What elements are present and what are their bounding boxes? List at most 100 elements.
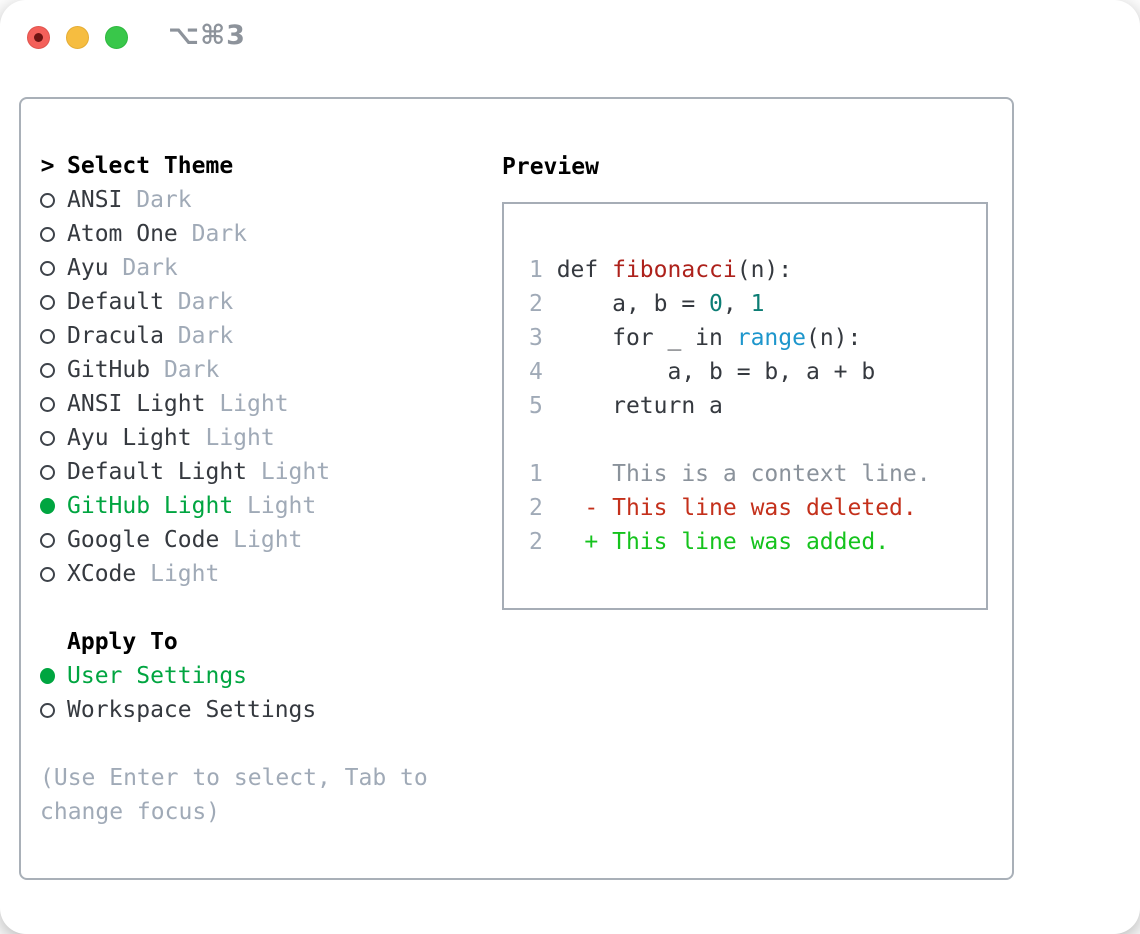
code-token-num: 0 [709,291,723,317]
apply-to-header: Apply To [67,629,178,655]
close-button[interactable] [27,26,50,49]
code-line: 2 + This line was added. [529,525,986,559]
option-label: Workspace Settings [67,697,317,723]
option-variant-tag: Dark [177,323,234,349]
option-label: User Settings [67,663,248,689]
option-label: XCode [67,561,137,587]
option-variant-tag: Light [205,425,275,451]
radio-icon [40,294,55,310]
option-variant-tag: Dark [163,357,220,383]
theme-option-google-code[interactable]: Google Code Light [40,523,452,557]
code-token-fg: a, b = b, a + b [542,359,876,385]
option-label: Dracula [67,323,164,349]
code-line: 4 a, b = b, a + b [529,355,986,389]
code-token-add: + This line was added. [542,529,890,555]
theme-option-ansi[interactable]: ANSI Dark [40,183,452,217]
option-variant-tag: Light [260,459,331,485]
option-variant-tag: Light [150,561,220,587]
option-label: ANSI Light [67,391,206,417]
option-label: Atom One [67,221,178,247]
apply-option-user-settings[interactable]: User Settings [40,659,452,693]
radio-icon [40,226,55,242]
apply-to-header-row: Apply To [40,625,452,659]
radio-icon [40,702,55,718]
minimize-button[interactable] [66,26,89,49]
radio-icon [40,328,55,344]
keyboard-hint: (Use Enter to select, Tab to change focu… [40,765,442,825]
theme-option-xcode[interactable]: XCode Light [40,557,452,591]
radio-icon [40,362,55,378]
radio-icon [40,532,55,548]
option-variant-tag: Dark [177,289,234,315]
code-token-fg: return a [542,393,723,419]
option-label: Ayu Light [67,425,192,451]
code-token-context: This is a context line. [542,461,931,487]
code-token-fg: (n): [805,325,862,351]
code-token-func: fibonacci [612,257,737,283]
option-label: Google Code [67,527,220,553]
apply-option-workspace-settings[interactable]: Workspace Settings [40,693,452,727]
line-number: 1 [529,257,543,283]
theme-option-github[interactable]: GitHub Dark [40,353,452,387]
code-token-builtin: range [736,325,806,351]
code-line: 2 a, b = 0, 1 [529,287,986,321]
line-number: 4 [529,359,543,385]
line-number: 2 [529,529,543,555]
preview-header: Preview [502,154,599,180]
option-label: ANSI [67,187,123,213]
theme-option-ansi-light[interactable]: ANSI Light Light [40,387,452,421]
code-token-del: - This line was deleted. [542,495,917,521]
option-label: Ayu [67,255,109,281]
code-token-num: 1 [750,291,765,317]
code-token-fg: def [542,257,613,283]
spacer [40,591,452,625]
code-line [529,423,986,457]
radio-icon [40,396,55,412]
option-label: GitHub [67,357,151,383]
theme-option-dracula[interactable]: Dracula Dark [40,319,452,353]
zoom-button[interactable] [105,26,128,49]
code-line: 5 return a [529,389,986,423]
theme-option-ayu-light[interactable]: Ayu Light Light [40,421,452,455]
option-variant-tag: Light [233,527,303,553]
option-variant-tag: Dark [191,221,248,247]
radio-icon [40,430,55,446]
select-theme-header: Select Theme [67,153,234,179]
option-label: Default [67,289,164,315]
theme-option-ayu[interactable]: Ayu Dark [40,251,452,285]
radio-icon [40,464,55,480]
theme-option-atom-one[interactable]: Atom One Dark [40,217,452,251]
empty-slot [40,635,55,650]
radio-icon [40,566,55,582]
code-line: 1 def fibonacci(n): [529,253,986,287]
line-number: 2 [529,495,543,521]
theme-option-default[interactable]: Default Dark [40,285,452,319]
code-line: 1 This is a context line. [529,457,986,491]
cursor-icon: > [40,152,55,179]
unsaved-indicator-dot [34,33,43,42]
line-number: 2 [529,291,543,317]
line-number: 3 [529,325,543,351]
code-token-fg: (n): [736,257,793,283]
radio-selected-icon [40,498,55,514]
radio-icon [40,192,55,208]
code-token-fg: for _ in [542,325,737,351]
option-variant-tag: Dark [122,255,178,281]
option-variant-tag: Light [219,391,289,417]
title-bar: ⌥⌘3 [0,0,1140,97]
option-label: GitHub Light [67,493,234,519]
option-variant-tag: Dark [136,187,192,213]
radio-icon [40,260,55,276]
radio-selected-icon [40,668,55,684]
window-title: ⌥⌘3 [168,20,246,51]
traffic-lights [27,26,128,49]
line-number: 1 [529,461,543,487]
code-line: 2 - This line was deleted. [529,491,986,525]
